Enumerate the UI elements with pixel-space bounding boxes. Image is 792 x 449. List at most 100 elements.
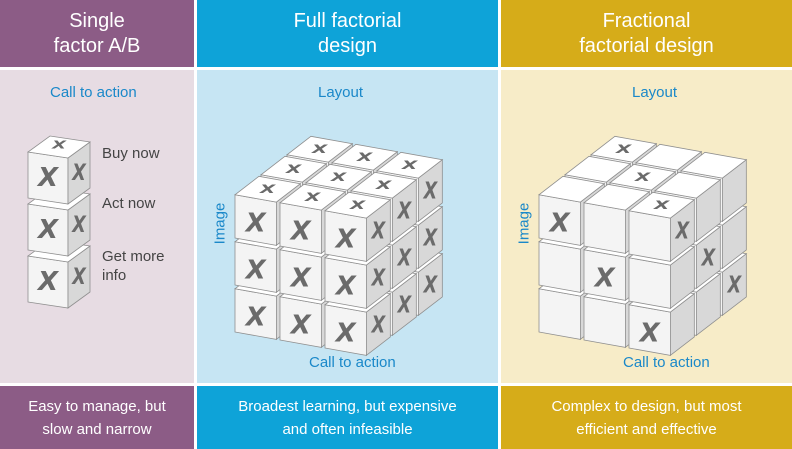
x-mark-icon: X bbox=[700, 244, 716, 271]
x-mark-icon: X bbox=[334, 319, 357, 349]
footer-line: and often infeasible bbox=[282, 420, 413, 438]
x-mark-icon: X bbox=[674, 217, 690, 244]
x-mark-icon: X bbox=[396, 291, 412, 318]
cube-front-face bbox=[583, 296, 626, 348]
x-mark-icon: X bbox=[70, 160, 87, 185]
x-mark-icon: X bbox=[653, 198, 671, 212]
option-get-more-info: Get more info bbox=[102, 247, 165, 285]
x-mark-icon: X bbox=[422, 271, 438, 298]
x-mark-icon: X bbox=[593, 264, 616, 294]
x-mark-icon: X bbox=[615, 142, 633, 156]
cube-top-face bbox=[260, 155, 328, 183]
x-mark-icon: X bbox=[349, 198, 367, 212]
cube-top-face bbox=[234, 175, 302, 203]
cube-top-face bbox=[590, 135, 658, 163]
call-to-action-label: Call to action bbox=[50, 84, 137, 101]
cube-top-face bbox=[609, 163, 677, 191]
footer-line: efficient and effective bbox=[576, 420, 717, 438]
x-mark-icon: X bbox=[259, 182, 277, 196]
header-line: Full factorial bbox=[293, 9, 402, 32]
option-buy-now: Buy now bbox=[102, 145, 160, 162]
cube-front-face bbox=[628, 257, 671, 309]
footer-line: Easy to manage, but bbox=[28, 397, 166, 415]
footer-full-factorial: Broadest learning, but expensive and ofte… bbox=[197, 386, 498, 449]
x-mark-icon: X bbox=[244, 256, 267, 286]
cube-front-face bbox=[538, 288, 581, 340]
cube-front-face bbox=[628, 210, 671, 262]
x-mark-icon: X bbox=[289, 217, 312, 247]
x-mark-icon: X bbox=[422, 224, 438, 251]
cube-top-face bbox=[350, 171, 418, 199]
call-to-action-label: Call to action bbox=[309, 354, 396, 371]
footer-single-factor: Easy to manage, but slow and narrow bbox=[0, 386, 194, 449]
x-mark-icon: X bbox=[70, 212, 87, 237]
cube-top-face bbox=[286, 135, 354, 163]
x-mark-icon: X bbox=[401, 158, 419, 172]
x-mark-icon: X bbox=[638, 319, 661, 349]
layout-label: Layout bbox=[318, 84, 364, 101]
x-mark-icon: X bbox=[244, 209, 267, 239]
option-line: Get more bbox=[102, 248, 165, 265]
footer-fractional-factorial: Complex to design, but most efficient and… bbox=[501, 386, 792, 449]
cube-top-face bbox=[538, 175, 606, 203]
x-mark-icon: X bbox=[304, 190, 322, 204]
x-mark-icon: X bbox=[396, 197, 412, 224]
cube-top-face bbox=[628, 191, 696, 219]
x-mark-icon: X bbox=[370, 217, 386, 244]
x-mark-icon: X bbox=[36, 215, 60, 245]
cube-top-face bbox=[376, 151, 444, 179]
cube-top-face bbox=[583, 183, 651, 211]
footer-line: Broadest learning, but expensive bbox=[238, 397, 457, 415]
x-mark-icon: X bbox=[70, 264, 87, 289]
x-mark-icon: X bbox=[289, 311, 312, 341]
cube-top-face bbox=[305, 163, 373, 191]
x-mark-icon: X bbox=[311, 142, 329, 156]
x-mark-icon: X bbox=[375, 178, 393, 192]
cube-top-face bbox=[279, 183, 347, 211]
x-mark-icon: X bbox=[726, 271, 742, 298]
cube-front-face bbox=[538, 241, 581, 293]
x-mark-icon: X bbox=[634, 170, 652, 184]
cube-top-face bbox=[324, 191, 392, 219]
x-mark-icon: X bbox=[244, 303, 267, 333]
x-mark-icon: X bbox=[422, 177, 438, 204]
cube-top-face bbox=[635, 143, 703, 171]
x-mark-icon: X bbox=[396, 244, 412, 271]
x-mark-icon: X bbox=[330, 170, 348, 184]
cube-top-face bbox=[680, 151, 748, 179]
header-line: design bbox=[318, 34, 377, 57]
x-mark-icon: X bbox=[36, 163, 60, 193]
call-to-action-label: Call to action bbox=[623, 354, 710, 371]
header-line: factorial design bbox=[579, 34, 714, 57]
header-line: Fractional bbox=[602, 9, 691, 32]
cube-front-face bbox=[583, 202, 626, 254]
cube-top-face bbox=[331, 143, 399, 171]
x-mark-icon: X bbox=[548, 209, 571, 239]
header-line: Single bbox=[69, 9, 125, 32]
header-line: factor A/B bbox=[53, 34, 141, 57]
option-act-now: Act now bbox=[102, 195, 156, 212]
x-mark-icon: X bbox=[334, 225, 357, 255]
x-mark-icon: X bbox=[285, 162, 303, 176]
x-mark-icon: X bbox=[356, 150, 374, 164]
cube-top-face bbox=[654, 171, 722, 199]
footer-line: slow and narrow bbox=[42, 420, 152, 438]
footer-line: Complex to design, but most bbox=[551, 397, 742, 415]
cube-top-face bbox=[26, 135, 92, 159]
x-mark-icon: X bbox=[36, 267, 60, 297]
cube-top-face bbox=[564, 155, 632, 183]
layout-label: Layout bbox=[632, 84, 678, 101]
option-line: info bbox=[102, 267, 127, 284]
x-mark-icon: X bbox=[289, 264, 312, 294]
x-mark-icon: X bbox=[370, 311, 386, 338]
x-mark-icon: X bbox=[334, 272, 357, 302]
